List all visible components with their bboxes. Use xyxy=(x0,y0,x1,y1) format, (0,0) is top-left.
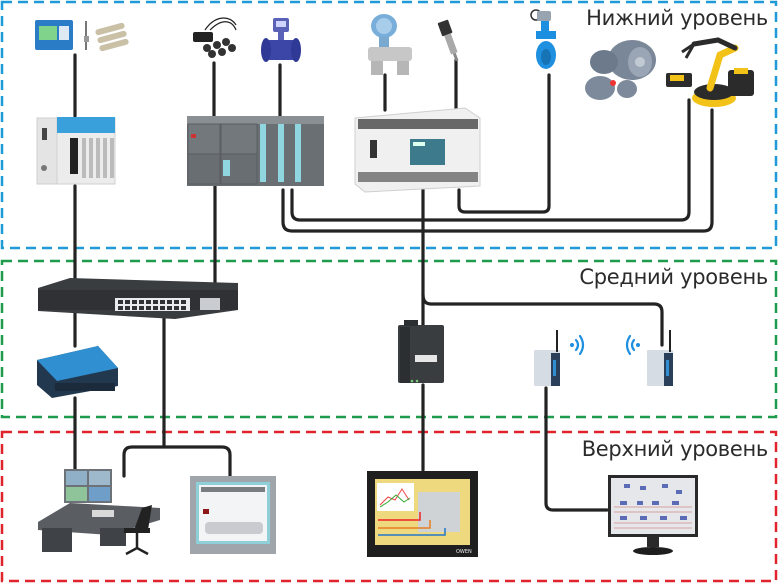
upper-level-boundary xyxy=(0,430,778,583)
upper-level-label: Верхний уровень xyxy=(581,437,769,461)
link-wireless-branch xyxy=(421,293,664,347)
link-wireless-scada xyxy=(544,386,609,512)
pressure-transmitter-device[interactable] xyxy=(368,14,412,75)
scada-monitor-device[interactable] xyxy=(608,475,698,555)
middle-level-label: Средний уровень xyxy=(579,265,768,289)
touch-panel-device[interactable]: OWEN xyxy=(367,471,478,557)
link-plc-robot xyxy=(281,108,714,233)
lower-level-label: Нижний уровень xyxy=(586,6,768,30)
touch-panel-brand: OWEN xyxy=(456,549,472,555)
link-plc-valve xyxy=(457,73,551,214)
link-plc-motors xyxy=(290,98,691,222)
current-sensors-device[interactable] xyxy=(193,17,237,58)
plc-rack-device[interactable] xyxy=(187,116,324,186)
wireless-ap-left-device[interactable] xyxy=(534,330,560,386)
lower-level-boundary xyxy=(0,0,778,250)
wireless-ap-right-device[interactable] xyxy=(647,330,673,386)
din-gateway-device[interactable] xyxy=(398,320,444,383)
wifi-signal-icon-left-pointing xyxy=(625,334,640,356)
middle-level-boundary xyxy=(0,259,778,419)
hmi-panel-device[interactable] xyxy=(190,476,276,554)
operator-workstation-device[interactable] xyxy=(38,469,160,556)
pressure-sensor-device[interactable] xyxy=(437,19,463,62)
ethernet-switch-device[interactable] xyxy=(38,278,238,319)
modular-io-device[interactable] xyxy=(36,117,116,185)
link-upper-branch xyxy=(122,445,232,479)
electric-motors-device[interactable] xyxy=(585,40,656,100)
valve-actuator-device[interactable] xyxy=(530,9,556,69)
serial-device-server-device[interactable] xyxy=(37,346,118,398)
wifi-signal-icon-right-pointing xyxy=(570,334,585,356)
compact-plc-device[interactable] xyxy=(354,107,481,193)
analyzer-device[interactable] xyxy=(35,20,129,52)
flowmeter-device[interactable] xyxy=(261,18,301,62)
robot-arm-device[interactable] xyxy=(666,37,754,107)
connection-lines xyxy=(73,53,714,512)
